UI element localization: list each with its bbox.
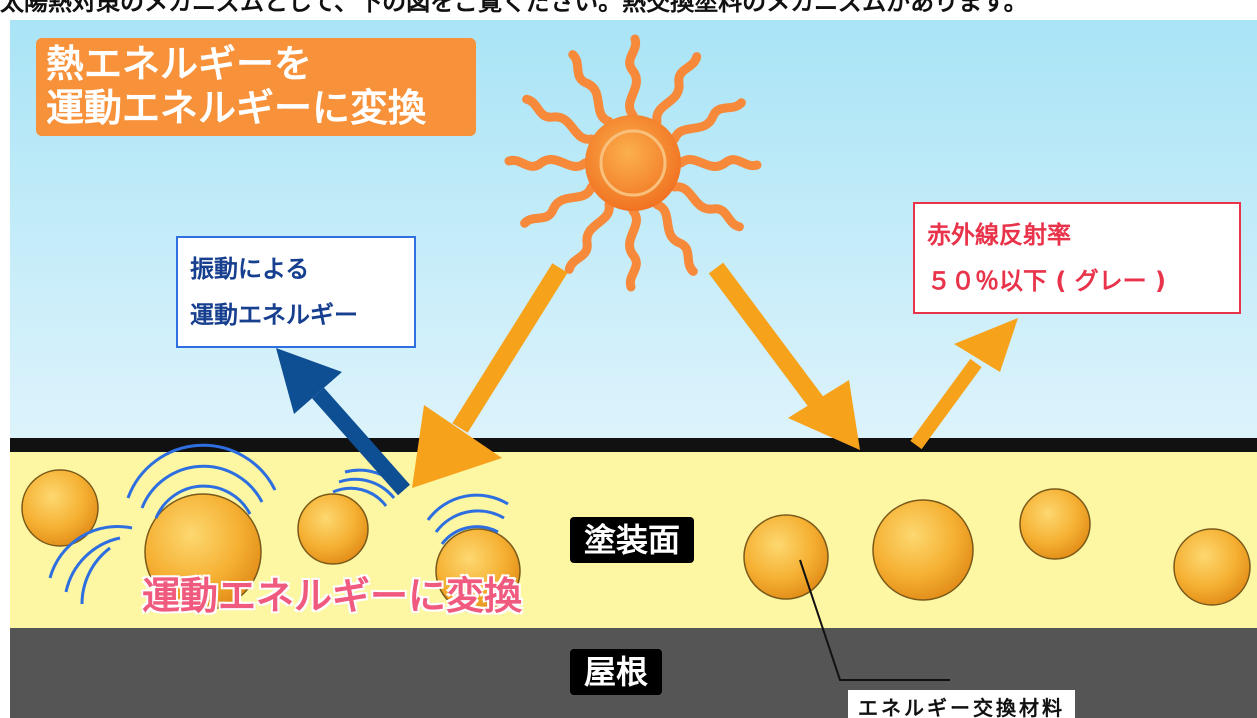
energy-exchange-particles	[21, 469, 1251, 614]
particle	[435, 528, 521, 614]
material-pointer-line	[799, 559, 950, 681]
particle	[743, 514, 829, 600]
particle	[297, 493, 369, 565]
particle	[1019, 488, 1091, 560]
title-box: 熱エネルギーを 運動エネルギーに変換	[36, 38, 476, 136]
kinetic-note-line-2: 運動エネルギー	[190, 301, 358, 329]
infrared-note-line-1: 赤外線反射率	[927, 221, 1071, 249]
kinetic-energy-arrow	[276, 348, 410, 496]
reflected-heat-out-arrow	[910, 318, 1018, 450]
diagram-graphics	[21, 34, 1251, 681]
sun-icon	[504, 34, 762, 292]
sun-core-ring	[599, 129, 667, 197]
particle	[21, 469, 99, 547]
kinetic-energy-note: 振動による 運動エネルギー	[176, 236, 416, 348]
top-caption: 太陽熱対策のメカニズムとして、下の図をご覧ください。熱交換塗料のメカニズムがあり…	[0, 0, 1028, 16]
reflected-heat-in-arrow	[708, 262, 860, 450]
heat-exchange-diagram: 熱エネルギーを 運動エネルギーに変換 振動による 運動エネルギー 赤外線反射率 …	[10, 20, 1257, 718]
title-line-2: 運動エネルギーに変換	[46, 86, 427, 130]
roof-label: 屋根	[570, 649, 663, 695]
convert-to-kinetic-text: 運動エネルギーに変換	[142, 574, 523, 618]
sun-rays	[504, 34, 762, 292]
incoming-heat-arrow	[412, 263, 568, 488]
particle	[1173, 528, 1251, 606]
coating-surface-line	[10, 438, 1257, 452]
particle	[144, 493, 262, 611]
particle	[872, 499, 974, 601]
vibration-wave-icon	[48, 443, 509, 605]
energy-exchange-material-label: エネルギー交換材料	[848, 690, 1075, 718]
sun-core	[585, 115, 681, 211]
coating-surface-label: 塗装面	[570, 517, 695, 563]
infrared-note-line-2: ５０％以下 ( グレー )	[927, 267, 1167, 295]
title-line-1: 熱エネルギーを	[46, 42, 313, 86]
infrared-reflectance-note: 赤外線反射率 ５０％以下 ( グレー )	[913, 202, 1241, 314]
kinetic-note-line-1: 振動による	[190, 255, 310, 283]
